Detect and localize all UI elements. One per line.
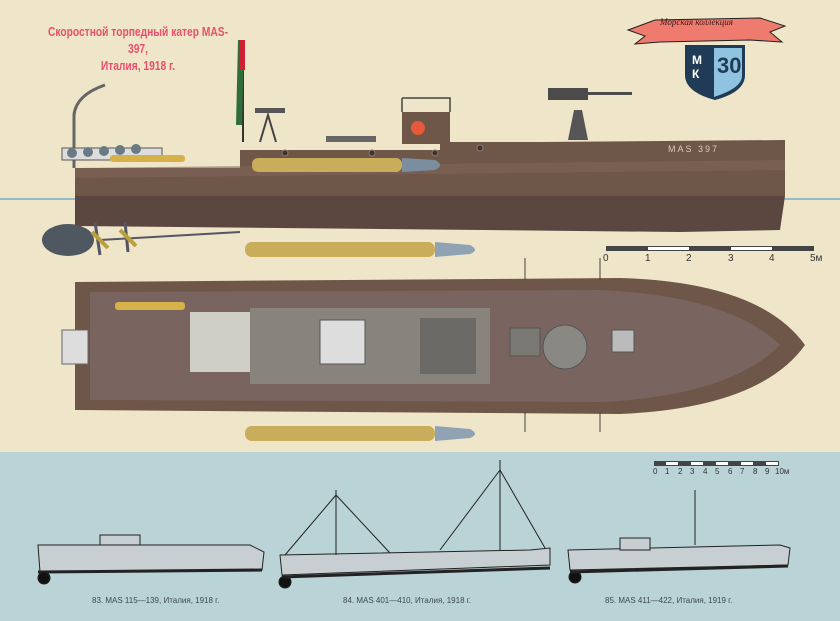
caption-84: 84. MAS 401—410, Италия, 1918 г. <box>343 596 471 605</box>
scale-tick: 3 <box>728 253 734 264</box>
scale-bar-small <box>654 461 779 466</box>
scale-tick: 8 <box>753 467 758 476</box>
title-line-1: Скоростной торпедный катер MAS-397, <box>47 25 229 56</box>
logo-banner-text: Морская коллекция <box>660 17 733 27</box>
boat-83 <box>37 534 265 585</box>
logo-number: 30 <box>717 53 742 78</box>
scale-tick: 0 <box>603 253 609 264</box>
logo <box>626 17 787 100</box>
boat-85 <box>567 490 791 584</box>
scale-tick: 10м <box>775 467 790 476</box>
scale-tick: 3 <box>690 467 695 476</box>
page-title: Скоростной торпедный катер MAS-397, Итал… <box>40 24 237 75</box>
scale-tick: 4 <box>769 253 775 264</box>
scale-tick: 2 <box>686 253 692 264</box>
scale-tick: 7 <box>740 467 745 476</box>
scale-tick: 2 <box>678 467 683 476</box>
scale-tick: 1 <box>645 253 651 264</box>
scale-tick: 0 <box>653 467 658 476</box>
scale-tick: 5 <box>715 467 720 476</box>
scale-tick: 6 <box>728 467 733 476</box>
scale-bar-main <box>606 246 814 251</box>
scale-tick: 9 <box>765 467 770 476</box>
caption-83: 83. MAS 115—139, Италия, 1918 г. <box>92 596 220 605</box>
scale-tick: 4 <box>703 467 708 476</box>
top-view <box>61 242 805 441</box>
scale-tick: 1 <box>665 467 670 476</box>
logo-letters: МК <box>692 53 702 81</box>
title-line-2: Италия, 1918 г. <box>100 59 176 73</box>
boat-84 <box>278 460 551 589</box>
hull-marking: MAS 397 <box>668 144 720 154</box>
scale-tick: 5м <box>810 253 823 264</box>
caption-85: 85. MAS 411—422, Италия, 1919 г. <box>605 596 733 605</box>
side-profile <box>42 40 785 256</box>
